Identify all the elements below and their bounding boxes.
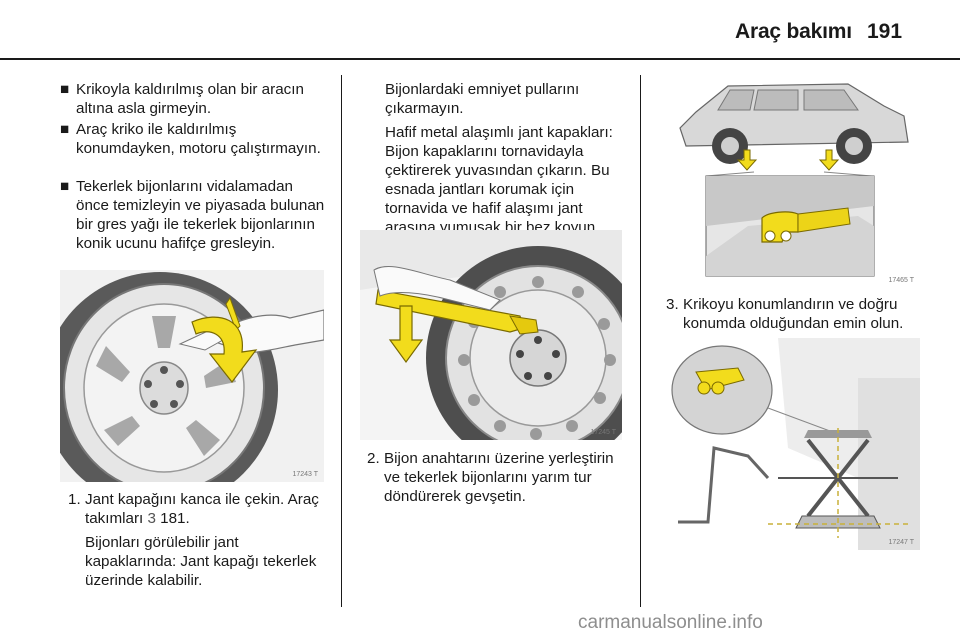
warning-bullet: ■ Araç kriko ile kaldırılmış konumdayken… [60, 121, 321, 157]
column-divider [640, 75, 641, 607]
section-title: Araç bakımı [735, 20, 852, 43]
step-3: 3. Krikoyu konumlandırın ve doğru konumd… [666, 295, 928, 333]
column-divider [341, 75, 342, 607]
bullet-square-icon: ■ [60, 121, 70, 138]
step-1: 1. Jant kapağını kanca ile çekin. Araç t… [68, 490, 332, 528]
page-number: 191 [867, 20, 903, 43]
step-text: Jant kapağını kanca ile çekin. Araç takı… [85, 491, 319, 527]
figure-code: 17465 T [888, 277, 914, 284]
step-text: Krikoyu konumlandırın ve doğru konumda o… [683, 296, 904, 332]
step-number: 2. [367, 450, 380, 467]
step-2: 2. Bijon anahtarını üzerine yerleştirin … [367, 449, 629, 506]
bullet-square-icon: ■ [60, 81, 70, 98]
figure-code: 17247 T [888, 539, 914, 546]
page-reference[interactable]: 181. [160, 510, 190, 527]
hubcap-removal-illustration: 17243 T [60, 270, 324, 482]
jack-positioning-illustration: 17247 T [658, 338, 920, 550]
watermark[interactable]: carmanualsonline.info [578, 612, 763, 633]
figure-code: 17243 T [292, 471, 318, 478]
header-rule [0, 58, 960, 60]
warning-bullet: ■ Tekerlek bijonlarını vidalamadan önce … [60, 178, 325, 252]
step-number: 1. [68, 491, 81, 508]
step-number: 3. [666, 296, 679, 313]
step-1-note: Bijonları görülebilir jant kapaklarında:… [85, 534, 317, 589]
step-text: Bijon anahtarını üzerine yerleştirin ve … [384, 450, 614, 505]
warning-bullet: ■ Krikoyla kaldırılmış olan bir aracın a… [60, 81, 304, 117]
bullet-square-icon: ■ [60, 178, 70, 195]
page-reference-icon[interactable]: 3 [147, 510, 156, 527]
figure-code: 17245 T [590, 429, 616, 436]
paragraph: Bijonlardaki emniyet pullarını çıkarmayı… [385, 81, 580, 117]
paragraph: Hafif metal alaşımlı jant kapakları: Bij… [385, 124, 613, 236]
car-jacking-points-illustration: 17465 T [658, 76, 920, 288]
wheel-wrench-illustration: 17245 T [360, 230, 622, 440]
